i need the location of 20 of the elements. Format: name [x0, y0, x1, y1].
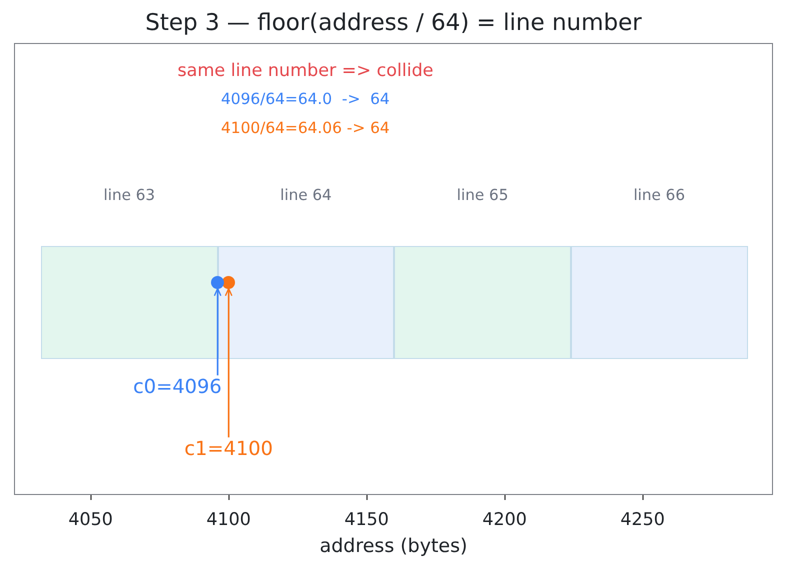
calculation-note: 4100/64=64.06 -> 64: [221, 118, 390, 138]
band-label: line 66: [633, 186, 685, 204]
tick-label: 4200: [482, 510, 527, 530]
tick-label: 4100: [206, 510, 251, 530]
band-label: line 63: [104, 186, 156, 204]
point-marker-icon: [211, 276, 224, 288]
band-label: line 65: [456, 186, 508, 204]
tick-label: 4150: [344, 510, 389, 530]
point-label: c0=4096: [133, 375, 222, 399]
calculation-note: 4096/64=64.0 -> 64: [221, 90, 390, 108]
leader-arrow: [214, 288, 222, 376]
chart-title: Step 3 — floor(address / 64) = line number: [145, 10, 642, 38]
point-label: c1=4100: [184, 437, 273, 461]
tick-label: 4050: [68, 510, 113, 530]
tick-label: 4250: [620, 510, 665, 530]
collision-note: same line number => collide: [178, 60, 434, 82]
axis-title: address (bytes): [320, 534, 468, 558]
point-marker-icon: [222, 276, 236, 288]
leader-arrow: [224, 288, 232, 438]
band-label: line 64: [280, 186, 332, 204]
